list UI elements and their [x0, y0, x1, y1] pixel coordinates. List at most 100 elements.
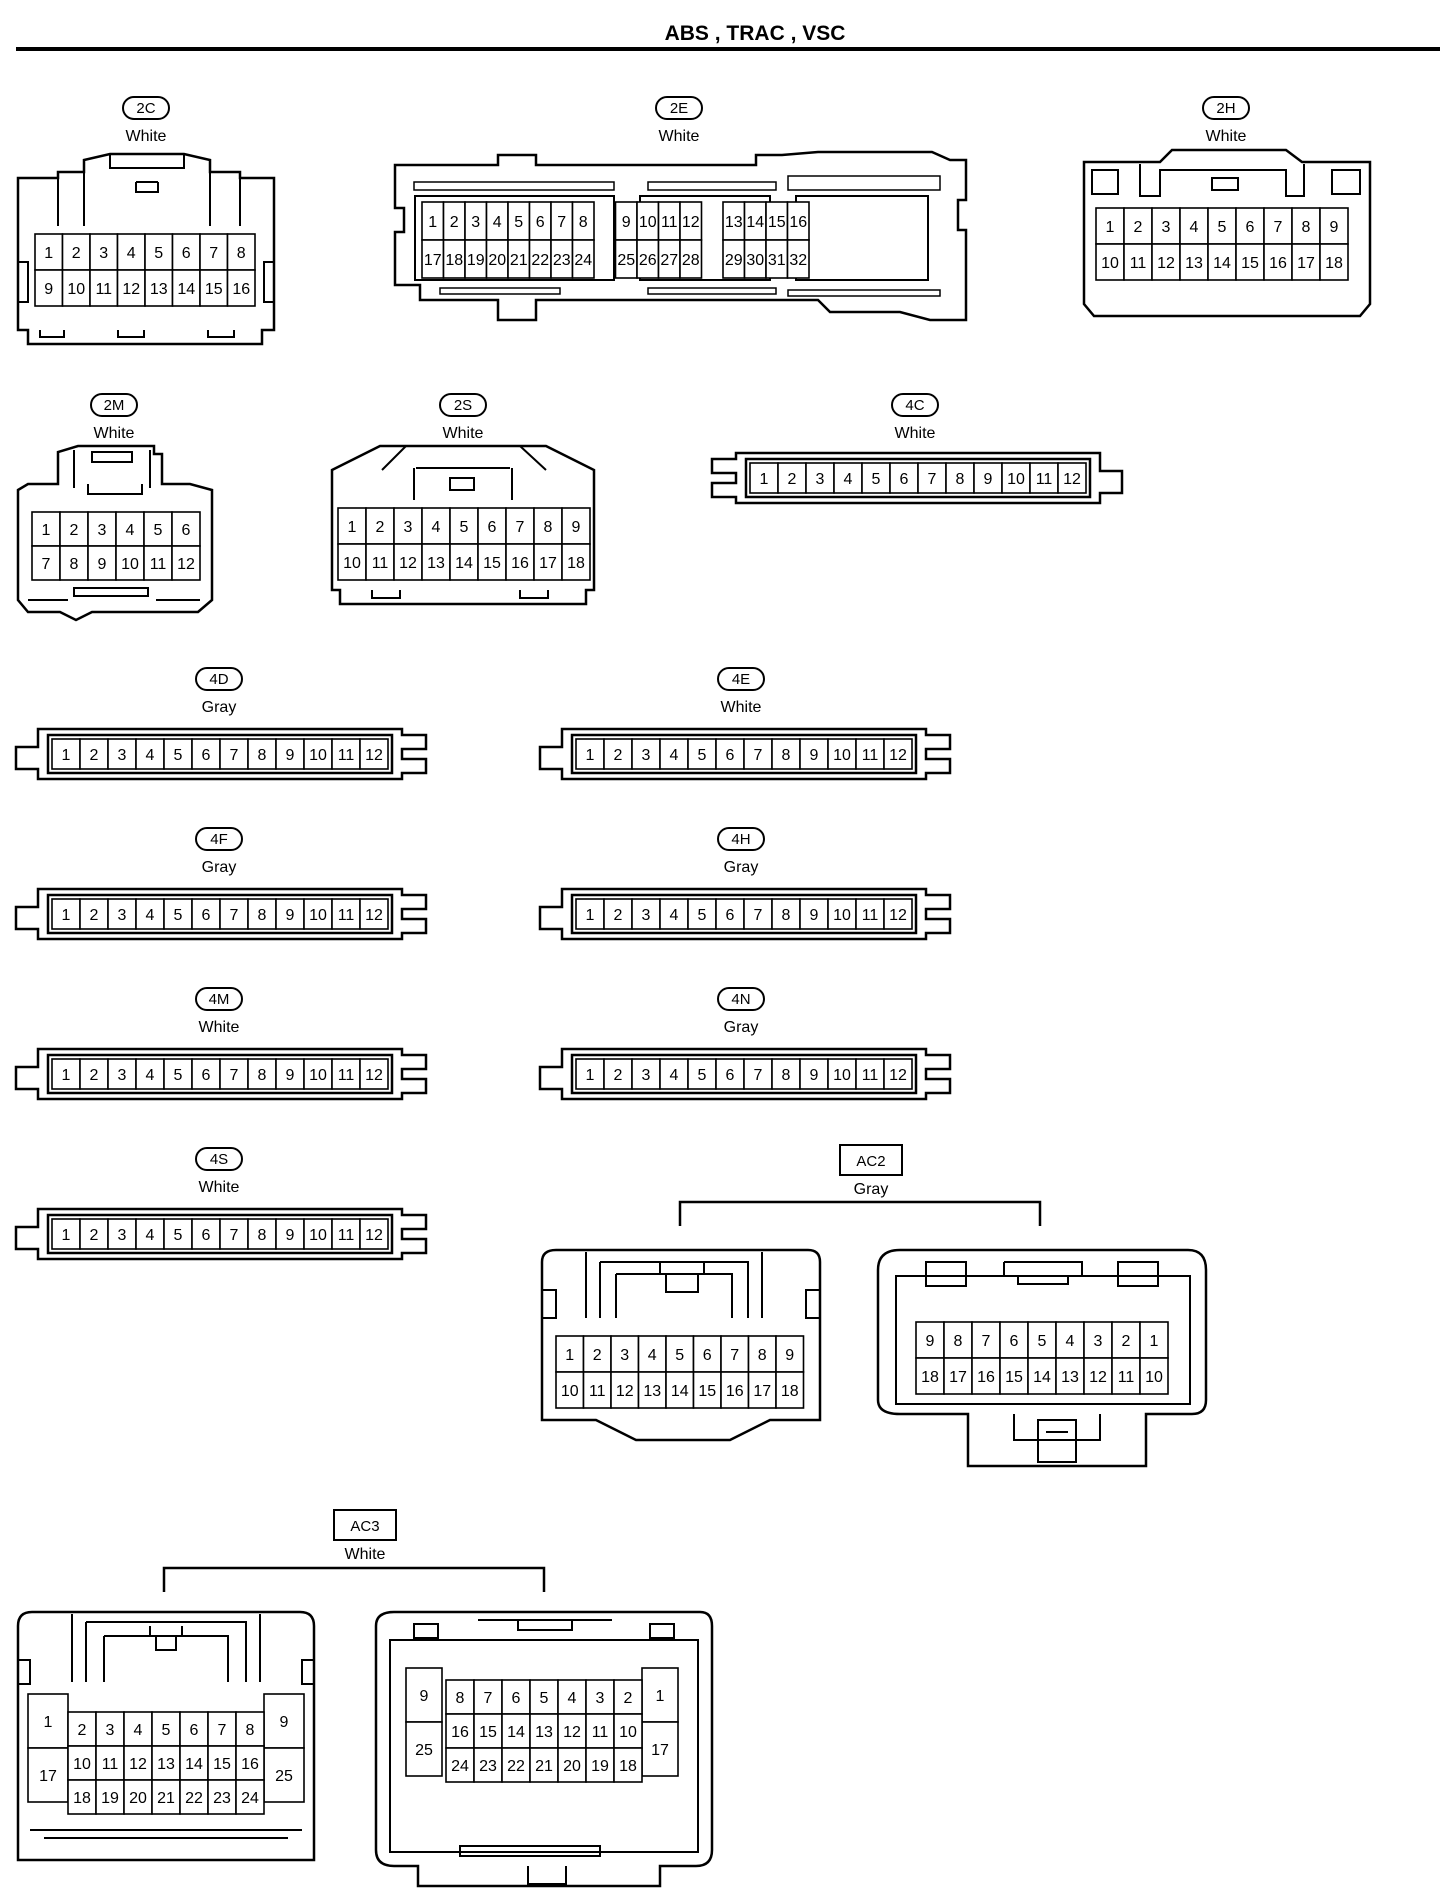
pin-number: 25: [415, 1742, 433, 1759]
pin-cell: [687, 738, 717, 770]
pin-number: 2: [70, 522, 79, 539]
pin-cell: [473, 1713, 503, 1749]
pin-number: 18: [781, 1383, 799, 1400]
pin-cell: [1319, 243, 1349, 281]
pin-cell: [613, 1747, 643, 1783]
pin-number: 2: [90, 747, 99, 764]
junction-male-latch: [18, 1614, 314, 1839]
pin-cell: [359, 1218, 389, 1250]
pin-number: 7: [754, 747, 763, 764]
pin-cell: [107, 898, 137, 930]
pin-cell: [115, 511, 145, 547]
pin-number: 2: [624, 1690, 633, 1707]
pin-cell: [235, 1711, 265, 1747]
pin-cell: [107, 738, 137, 770]
pin-number: 7: [516, 519, 525, 536]
connector-base-tabs: [371, 590, 549, 599]
pin-cell: [855, 1058, 885, 1090]
pin-cell: [107, 1058, 137, 1090]
pin-number: 15: [698, 1383, 716, 1400]
pin-number: 6: [202, 747, 211, 764]
pin-number: 18: [619, 1758, 637, 1775]
pin-cell: [359, 1058, 389, 1090]
pin-number: 7: [730, 1347, 739, 1364]
pin-number: 1: [42, 522, 51, 539]
pin-number: 5: [460, 519, 469, 536]
pin-number: 10: [1101, 255, 1119, 272]
connector-color: White: [443, 425, 484, 442]
pin-cell: [557, 1679, 587, 1715]
pin-cell: [501, 1679, 531, 1715]
pin-number: 19: [101, 1790, 119, 1807]
pin-number: 1: [62, 747, 71, 764]
pin-number: 19: [467, 252, 485, 269]
pin-cell: [87, 545, 117, 581]
connector-tag: 4F: [210, 831, 228, 848]
pin-number: 12: [365, 1227, 383, 1244]
connector-tag: 4H: [731, 831, 750, 848]
pin-number: 8: [544, 519, 553, 536]
pin-cell: [1029, 462, 1059, 494]
pin-number: 9: [286, 747, 295, 764]
pin-number: 5: [698, 1067, 707, 1084]
pin-number: 11: [338, 1227, 355, 1244]
pin-number: 19: [591, 1758, 609, 1775]
pin-number: 1: [586, 747, 595, 764]
pin-number: 9: [785, 1347, 794, 1364]
pin-number: 25: [275, 1768, 293, 1785]
pin-number: 6: [1246, 219, 1255, 236]
pin-cell: [827, 1058, 857, 1090]
pin-cell: [799, 1058, 829, 1090]
pin-number: 4: [670, 907, 679, 924]
pin-cell: [163, 1218, 193, 1250]
pin-number: 14: [177, 281, 195, 298]
pin-cell: [263, 1693, 305, 1749]
pin-number: 12: [399, 555, 417, 572]
pin-number: 15: [483, 555, 501, 572]
pin-number: 25: [617, 252, 635, 269]
pin-number: 6: [182, 522, 191, 539]
pin-number: 12: [129, 1756, 147, 1773]
pin-number: 22: [185, 1790, 203, 1807]
pin-cell: [771, 738, 801, 770]
pin-number: 9: [286, 907, 295, 924]
page-title: ABS , TRAC , VSC: [665, 22, 846, 45]
junction-female-inner: [389, 1619, 699, 1885]
pin-cell: [786, 239, 810, 279]
pin-number: 7: [230, 1067, 239, 1084]
pin-cell: [207, 1711, 237, 1747]
pin-number: 10: [561, 1383, 579, 1400]
pin-number: 15: [1241, 255, 1259, 272]
pin-cell: [571, 239, 595, 279]
pin-cell: [505, 543, 535, 581]
pin-number: 18: [1325, 255, 1343, 272]
pin-number: 12: [1063, 471, 1081, 488]
pin-cell: [51, 1058, 81, 1090]
pin-cell: [135, 738, 165, 770]
pin-number: 2: [90, 907, 99, 924]
pin-number: 4: [432, 519, 441, 536]
pin-cell: [799, 738, 829, 770]
pin-number: 17: [651, 1742, 669, 1759]
connector-color: White: [659, 128, 700, 145]
connector-color: Gray: [724, 859, 759, 876]
pin-number: 8: [70, 556, 79, 573]
pin-number: 10: [1145, 1369, 1163, 1386]
pin-cell: [235, 1745, 265, 1781]
pin-number: 13: [535, 1724, 553, 1741]
connector-color: White: [199, 1019, 240, 1036]
pin-number: 2: [1122, 1333, 1131, 1350]
pin-number: 15: [1005, 1369, 1023, 1386]
pin-number: 12: [616, 1383, 634, 1400]
pin-number: 8: [954, 1333, 963, 1350]
pin-number: 2: [614, 1067, 623, 1084]
pin-number: 9: [810, 1067, 819, 1084]
pin-number: 6: [202, 1227, 211, 1244]
pin-number: 6: [202, 1067, 211, 1084]
